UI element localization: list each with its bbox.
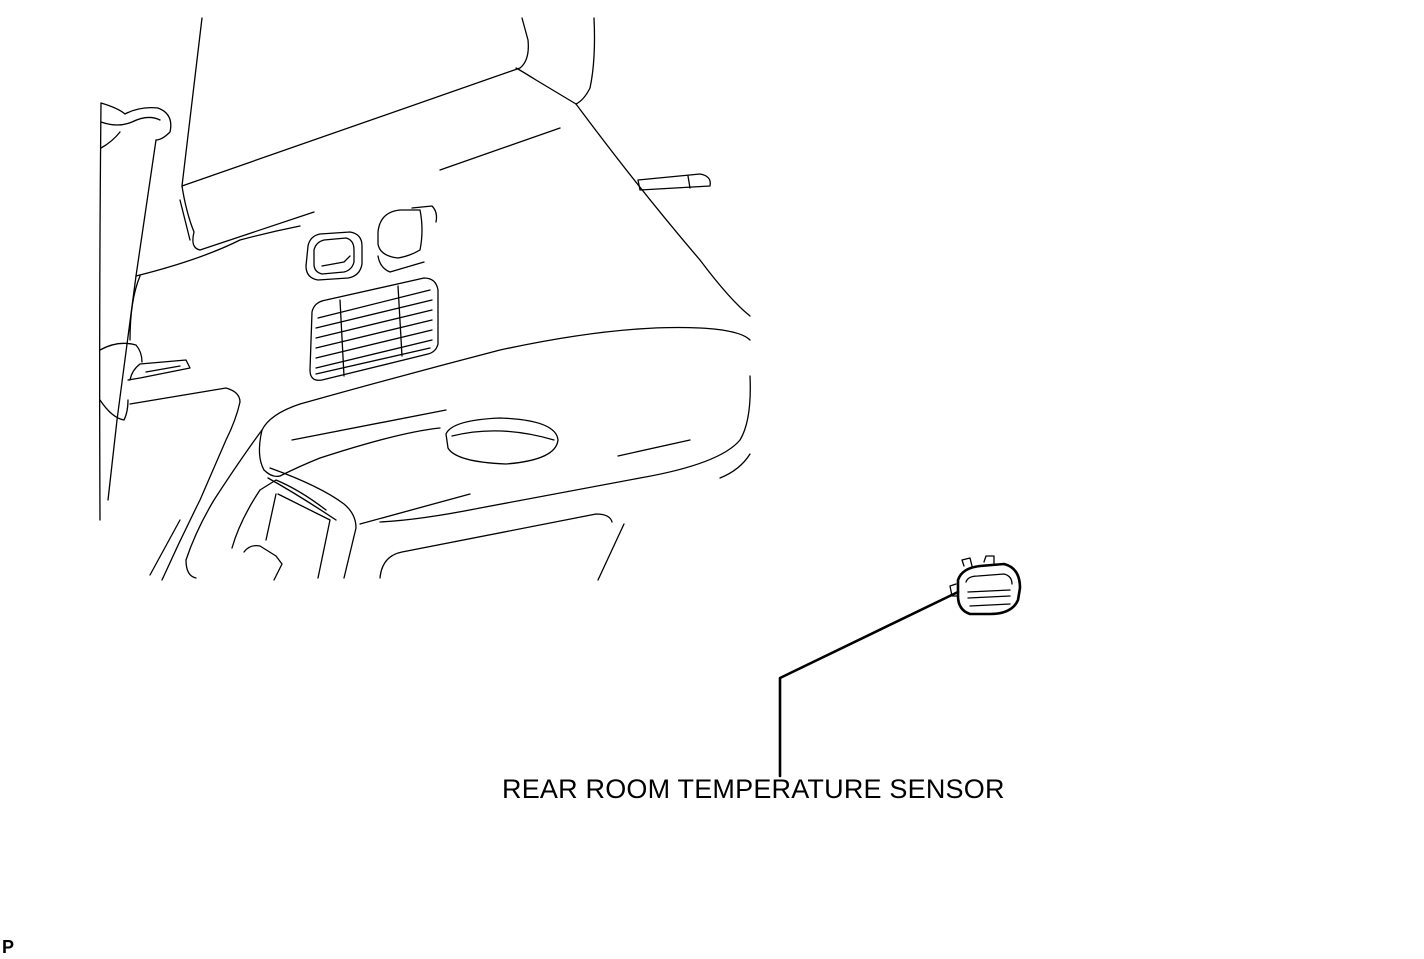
pillar-trim [99,17,203,521]
upper-quarter-trim [135,17,751,317]
lower-luggage-trim [127,326,751,581]
leader-line [778,590,960,778]
switch-and-knob [305,205,438,281]
figure-corner-code: P [2,937,15,957]
temperature-sensor [949,555,1022,616]
sensor-callout-label: REAR ROOM TEMPERATURE SENSOR [502,774,1005,804]
vent-grille [309,277,439,381]
